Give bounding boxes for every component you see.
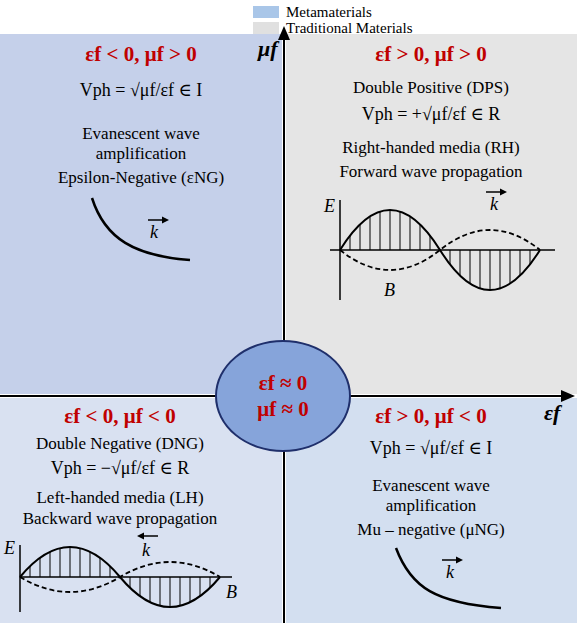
wave-vector-label: k — [142, 540, 150, 561]
phase-velocity-formula: Vph = −√μf/εf ∈ R — [51, 458, 190, 480]
quadrant-text: Double Negative (DNG) — [36, 434, 204, 454]
hatch-line — [380, 212, 381, 250]
quadrant-heading: εf < 0, μf > 0 — [85, 42, 196, 67]
circle-label: μf ≈ 0 — [257, 396, 308, 422]
evanescent-curve — [396, 548, 501, 608]
wave-vector-label: k — [446, 562, 454, 583]
hatch-line — [470, 250, 471, 284]
hatch-line — [350, 236, 351, 250]
axis-arrowhead — [278, 26, 290, 40]
hatch-line — [40, 558, 41, 577]
hatch-line — [160, 577, 161, 606]
phase-velocity-formula: Vph = √μf/εf ∈ I — [80, 80, 203, 102]
quadrant-heading: εf > 0, μf < 0 — [375, 404, 486, 429]
e-field-wave — [340, 210, 540, 290]
hatch-line — [400, 212, 401, 250]
hatch-line — [520, 250, 521, 276]
wave-axis — [20, 576, 232, 578]
quadrant-text: Forward wave propagation — [339, 162, 522, 182]
k-arrow — [486, 191, 502, 193]
field-label: E — [324, 196, 335, 217]
k-arrow — [148, 219, 164, 221]
hatch-line — [360, 224, 361, 250]
field-hatching — [350, 210, 530, 290]
k-arrowhead — [162, 217, 169, 224]
hatch-line — [200, 577, 201, 596]
axis-arrowhead — [561, 390, 575, 402]
quadrant-heading: εf > 0, μf > 0 — [375, 42, 486, 67]
wave-vector-label: k — [490, 194, 498, 215]
hatch-line — [30, 566, 31, 577]
hatch-line — [90, 552, 91, 577]
k-arrow — [142, 535, 158, 537]
legend-text: Metamaterials — [286, 3, 372, 21]
hatch-line — [510, 250, 511, 284]
quadrant-text: Backward wave propagation — [23, 509, 217, 529]
wave-axis — [330, 249, 555, 251]
k-arrowhead — [137, 533, 144, 540]
e-axis — [19, 545, 21, 612]
center-circle: εf ≈ 0μf ≈ 0 — [215, 340, 351, 452]
quadrant-panel: εf < 0, μf > 0 Vph = √μf/εf ∈ I Evanescent… — [0, 34, 282, 394]
quadrant-text: Evanescent wave amplification — [346, 476, 516, 517]
k-arrowhead — [500, 189, 507, 196]
quadrant-text: Double Positive (DPS) — [353, 78, 509, 98]
hatch-line — [410, 216, 411, 250]
hatch-line — [490, 250, 491, 290]
axis-label: εf — [544, 400, 560, 425]
hatch-line — [390, 210, 391, 250]
circle-label: εf ≈ 0 — [259, 370, 308, 396]
hatch-line — [80, 548, 81, 577]
hatch-line — [70, 547, 71, 577]
hatch-line — [180, 577, 181, 606]
e-axis — [339, 200, 341, 300]
quadrant-text: Right-handed media (RH) — [342, 138, 520, 158]
legend-swatch — [253, 22, 279, 34]
field-label: E — [4, 538, 15, 559]
mu-axis — [283, 38, 285, 623]
hatch-line — [500, 250, 501, 288]
hatch-line — [130, 577, 131, 588]
b-field-wave — [340, 230, 540, 270]
k-arrow — [442, 559, 458, 561]
b-field-wave — [20, 562, 220, 592]
legend-swatch — [253, 6, 279, 18]
hatch-line — [110, 566, 111, 577]
quadrant-text: Epsilon-Negative (εNG) — [58, 168, 224, 188]
hatch-line — [150, 577, 151, 602]
hatch-line — [460, 250, 461, 276]
hatch-line — [170, 577, 171, 607]
phase-velocity-formula: Vph = +√μf/εf ∈ R — [362, 104, 501, 126]
hatch-line — [430, 236, 431, 250]
k-arrowhead — [456, 557, 463, 564]
quadrant-text: Left-handed media (LH) — [36, 488, 203, 508]
field-hatching — [30, 547, 210, 607]
e-field-wave — [20, 547, 220, 607]
hatch-line — [50, 552, 51, 577]
hatch-line — [60, 548, 61, 577]
hatch-line — [100, 558, 101, 577]
quadrant-heading: εf < 0, μf < 0 — [64, 404, 175, 429]
quadrant-text: Mu – negative (μNG) — [357, 520, 504, 540]
axis-label: μf — [258, 36, 278, 61]
hatch-line — [210, 577, 211, 588]
hatch-line — [190, 577, 191, 602]
hatch-line — [420, 224, 421, 250]
hatch-line — [140, 577, 141, 596]
evanescent-curve — [92, 198, 190, 260]
wave-vector-label: k — [150, 222, 158, 243]
hatch-line — [450, 250, 451, 264]
field-label: B — [226, 582, 237, 603]
epsilon-axis — [0, 395, 562, 397]
field-label: B — [384, 280, 395, 301]
hatch-line — [480, 250, 481, 288]
legend-text: Traditional Materials — [286, 19, 413, 37]
hatch-line — [530, 250, 531, 264]
quadrant-text: Evanescent wave amplification — [56, 124, 226, 165]
phase-velocity-formula: Vph = √μf/εf ∈ I — [370, 438, 493, 460]
hatch-line — [370, 216, 371, 250]
